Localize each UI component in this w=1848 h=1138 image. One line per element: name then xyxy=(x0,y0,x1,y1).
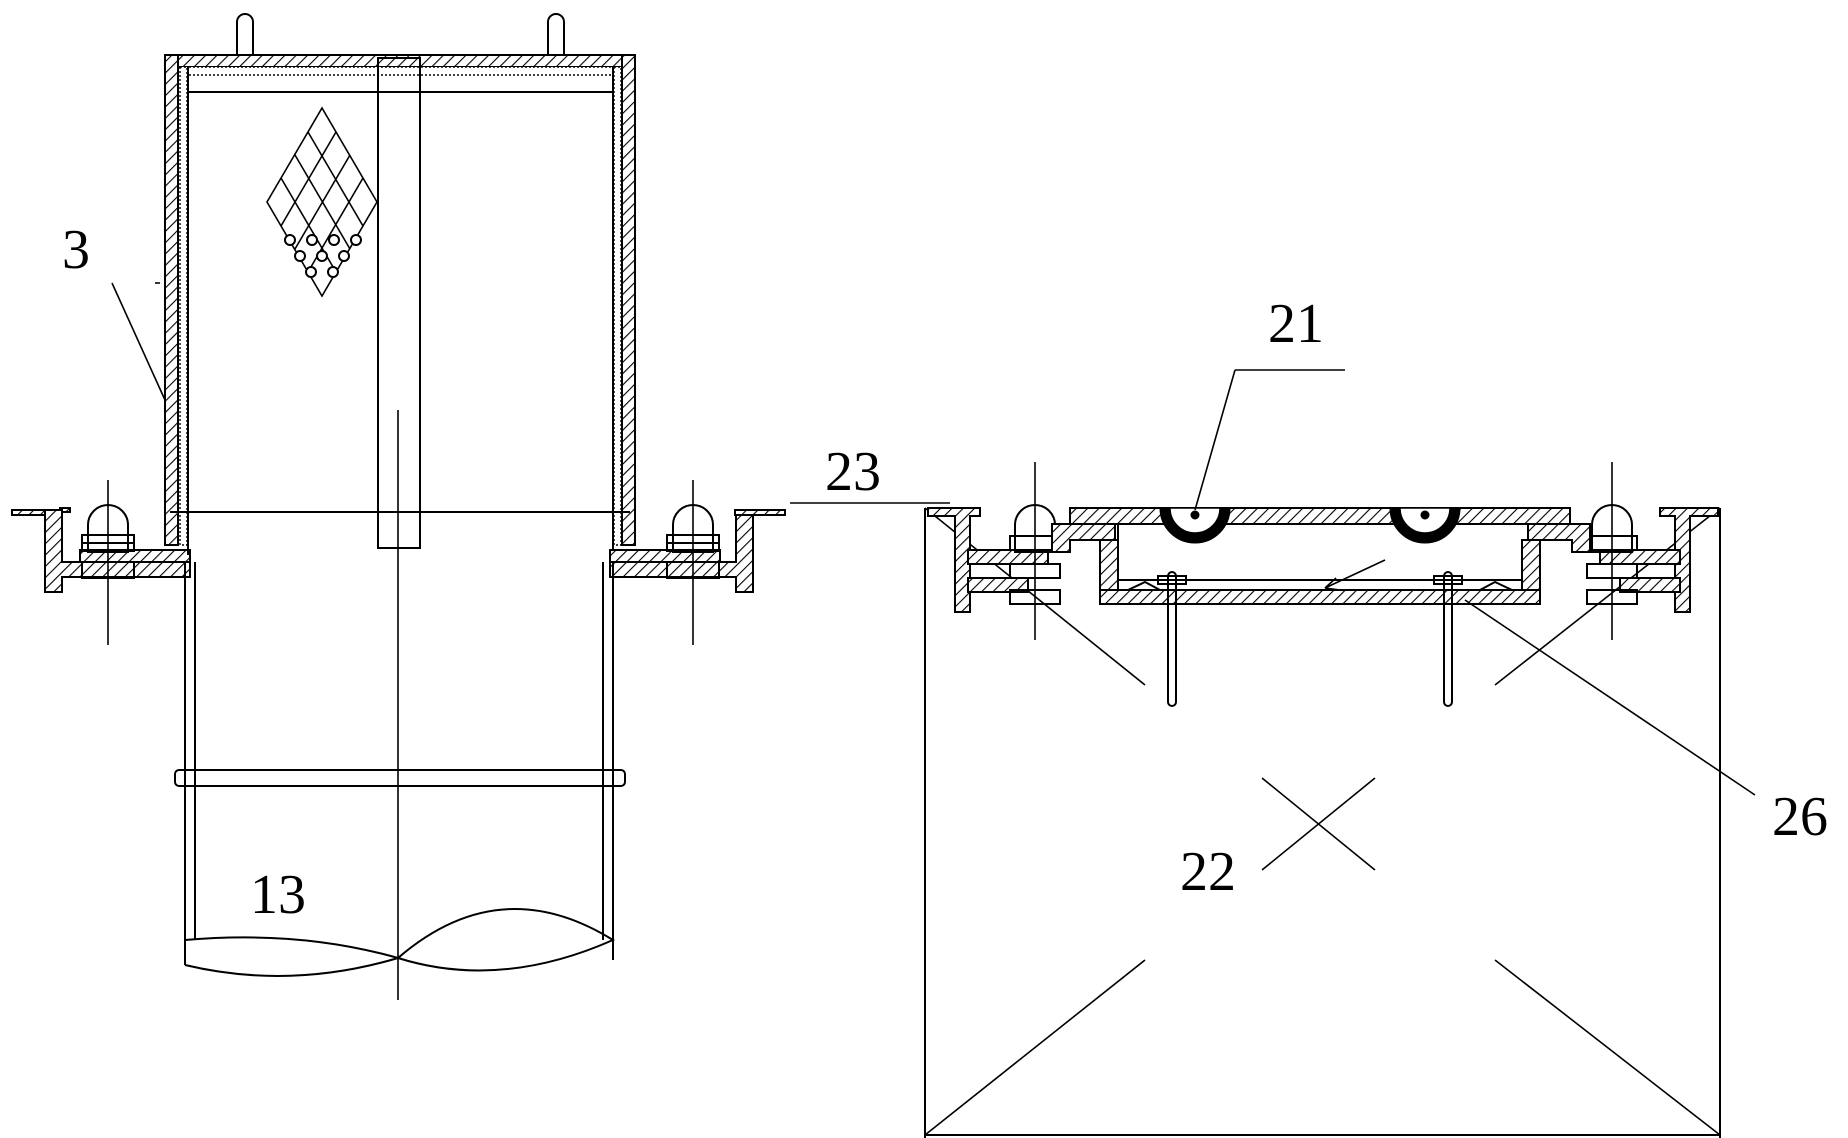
bolt-left-a xyxy=(81,480,135,645)
pins xyxy=(1157,571,1463,707)
leader-lines xyxy=(111,282,1756,796)
label-3: 3 xyxy=(62,219,90,281)
bolt-right-a xyxy=(666,480,720,645)
label-22: 22 xyxy=(1180,841,1236,903)
label-23: 23 xyxy=(825,441,881,503)
label-21: 21 xyxy=(1268,293,1324,355)
box-right-flange xyxy=(1586,462,1719,640)
mesh-bead xyxy=(284,234,296,246)
left-assembly xyxy=(11,13,786,1000)
box-left-flange xyxy=(927,462,1061,640)
label-13: 13 xyxy=(250,864,306,926)
roller-left xyxy=(1159,507,1231,544)
top-hooks xyxy=(236,13,565,62)
top-cap xyxy=(169,54,636,93)
diamond-mesh xyxy=(266,106,378,298)
outer-walls xyxy=(164,54,636,550)
pipe-13 xyxy=(174,562,626,977)
label-26: 26 xyxy=(1772,786,1828,848)
cover-plate xyxy=(1051,507,1591,605)
right-assembly xyxy=(111,282,1756,1138)
center-rod xyxy=(377,57,421,1000)
roller-right xyxy=(1389,507,1461,544)
